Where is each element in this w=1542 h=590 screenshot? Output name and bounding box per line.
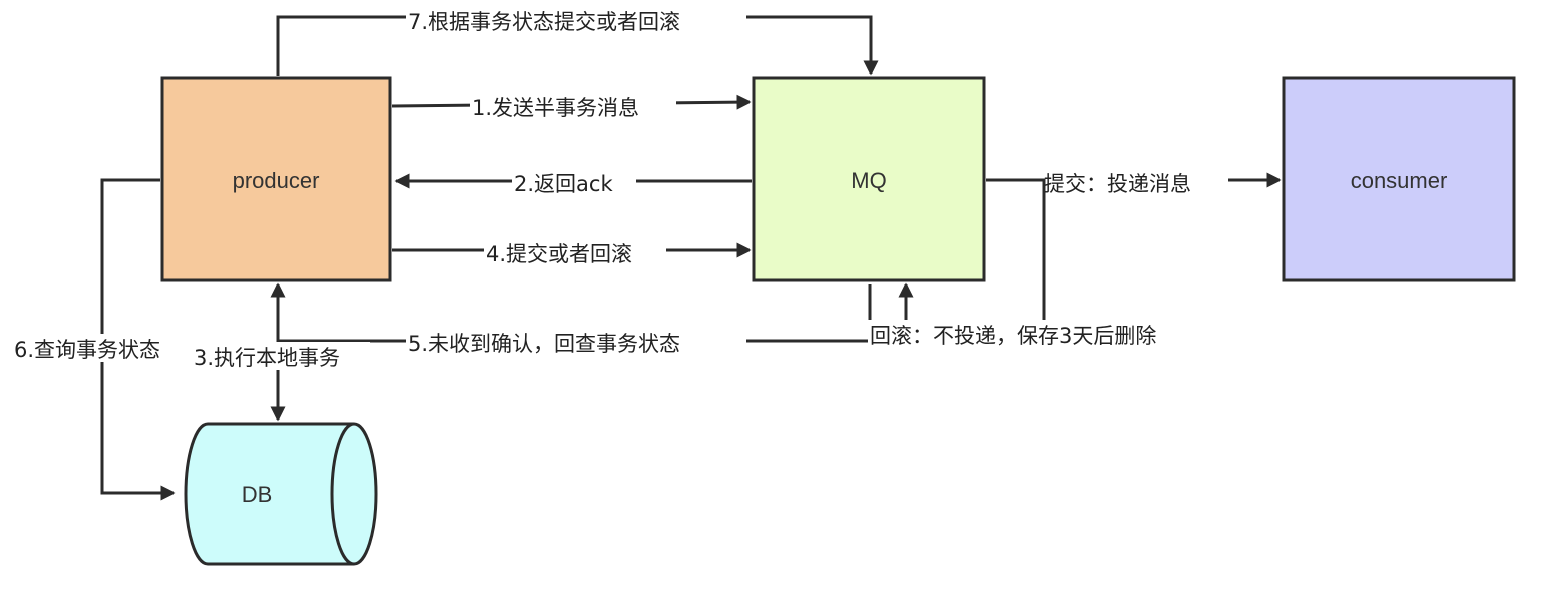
edge-1: 1.发送半事务消息	[391, 92, 752, 120]
consumer-box	[1282, 76, 1516, 282]
edge-2-label: 2.返回ack	[514, 172, 613, 196]
edge-commit-label-bg	[1042, 168, 1228, 196]
producer-label: producer	[233, 168, 320, 193]
mq-label: MQ	[851, 168, 886, 193]
db-cylinder-body	[184, 422, 378, 566]
edge-3-label-bg	[192, 342, 370, 370]
mq-node: MQ	[752, 76, 986, 282]
db-cylinder-end	[330, 422, 355, 566]
edge-2-label-bg	[512, 168, 636, 196]
edge-3-label: 3.执行本地事务	[194, 346, 340, 370]
edge-4-label: 4.提交或者回滚	[486, 242, 632, 266]
edge-7-label-bg	[406, 6, 746, 34]
consumer-node: consumer	[1282, 76, 1516, 282]
edge-1-label: 1.发送半事务消息	[472, 96, 639, 120]
producer-box	[160, 76, 392, 282]
edge-rollback: 回滚：不投递，保存3天后删除	[868, 178, 1226, 348]
edge-rollback-label: 回滚：不投递，保存3天后删除	[870, 324, 1156, 348]
edge-commit: 提交：投递消息	[986, 168, 1282, 196]
edge-5: 5.未收到确认，回查事务状态	[270, 282, 872, 356]
edge-7-label: 7.根据事务状态提交或者回滚	[408, 10, 680, 34]
edge-6: 6.查询事务状态	[12, 178, 196, 501]
edge-3: 3.执行本地事务	[192, 342, 370, 422]
edge-4-label-bg	[484, 238, 666, 266]
edge-rollback-label-bg	[868, 320, 1226, 348]
edge-1-label-bg	[470, 92, 676, 120]
edge-commit-label: 提交：投递消息	[1044, 172, 1191, 196]
edge-7: 7.根据事务状态提交或者回滚	[276, 6, 879, 76]
edge-5-label: 5.未收到确认，回查事务状态	[408, 332, 680, 356]
producer-node: producer	[160, 76, 392, 282]
edge-5-label-bg	[406, 328, 746, 356]
edge-2: 2.返回ack	[394, 168, 752, 196]
mq-box	[752, 76, 986, 282]
edge-4: 4.提交或者回滚	[392, 238, 752, 266]
db-node: DB	[184, 422, 378, 566]
db-label: DB	[242, 482, 273, 507]
edge-6-label: 6.查询事务状态	[14, 338, 160, 362]
consumer-label: consumer	[1351, 168, 1448, 193]
edge-6-label-bg	[12, 334, 196, 362]
